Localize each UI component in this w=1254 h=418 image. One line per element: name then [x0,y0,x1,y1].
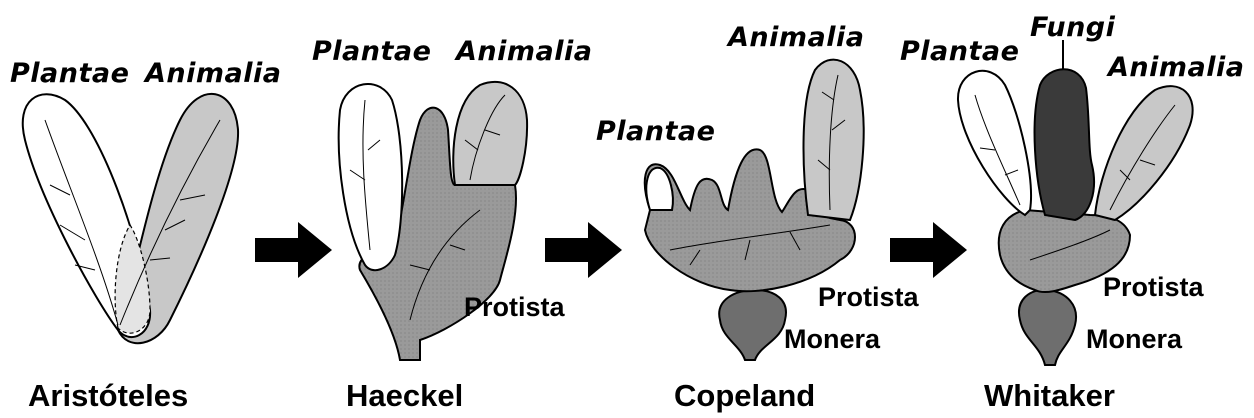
aristoteles-diagram [23,94,238,343]
animalia-lobe [1095,86,1193,220]
aristoteles-plantae-label: Plantae [10,58,129,89]
copeland-author-label: Copeland [674,378,815,414]
animalia-lobe [804,60,864,220]
whitaker-author-label: Whitaker [984,378,1115,414]
arrow-1 [255,222,332,278]
animalia-lobe [453,82,527,185]
whitaker-fungi-label: Fungi [1030,12,1115,43]
copeland-plantae-label: Plantae [596,116,715,147]
plantae-lobe [958,71,1031,215]
copeland-monera-label: Monera [784,324,880,355]
whitaker-protista-label: Protista [1103,272,1204,303]
haeckel-plantae-label: Plantae [312,36,431,67]
whitaker-diagram [958,40,1193,365]
arrow-2 [545,222,622,278]
fungi-lobe [1035,69,1094,220]
arrow-3 [890,222,967,278]
monera-base [719,290,786,360]
copeland-protista-label: Protista [818,282,919,313]
whitaker-animalia-label: Animalia [1108,52,1244,83]
whitaker-plantae-label: Plantae [900,36,1019,67]
haeckel-animalia-label: Animalia [456,36,592,67]
aristoteles-author-label: Aristóteles [28,378,188,414]
whitaker-monera-label: Monera [1086,324,1182,355]
haeckel-protista-label: Protista [464,292,565,323]
haeckel-author-label: Haeckel [346,378,463,414]
copeland-animalia-label: Animalia [728,22,864,53]
aristoteles-animalia-label: Animalia [145,58,281,89]
plantae-lobe [339,84,402,270]
monera-base [1019,290,1076,365]
copeland-diagram [645,60,864,360]
